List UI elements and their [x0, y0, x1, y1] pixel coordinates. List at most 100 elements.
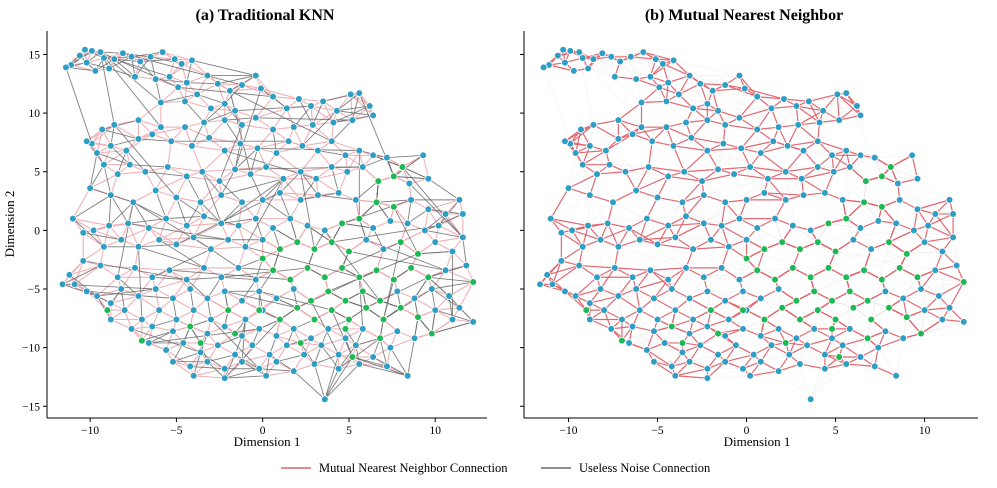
- node-blue: [324, 325, 333, 333]
- faded-edge: [578, 51, 642, 128]
- node-blue: [881, 327, 890, 336]
- node-blue: [607, 52, 616, 61]
- mutual-edge: [674, 216, 687, 238]
- noise-edge: [317, 194, 356, 201]
- node-blue: [91, 67, 100, 75]
- noise-edge: [178, 86, 274, 98]
- faded-edge: [828, 223, 861, 229]
- faded-edge: [895, 209, 918, 224]
- noise-edge: [262, 199, 291, 220]
- node-blue: [799, 191, 808, 199]
- legend-label-mutual: Mutual Nearest Neighbor Connection: [319, 461, 508, 475]
- faded-edge: [724, 319, 730, 362]
- mutual-edge: [431, 269, 447, 290]
- node-green: [618, 336, 626, 345]
- node-blue: [605, 160, 614, 169]
- mutual-edge: [920, 318, 943, 335]
- mutual-edge: [160, 100, 186, 104]
- node-blue: [355, 146, 364, 155]
- mutual-edge: [700, 83, 726, 86]
- node-blue: [614, 242, 623, 251]
- faded-edge: [589, 145, 610, 165]
- faded-edge: [718, 166, 850, 170]
- noise-edge: [193, 352, 202, 376]
- node-green: [293, 238, 301, 246]
- mutual-edge: [72, 218, 110, 227]
- node-blue: [732, 341, 740, 350]
- node-blue: [284, 137, 293, 146]
- faded-edge: [895, 199, 900, 224]
- node-blue: [815, 118, 824, 127]
- mutual-edge: [435, 236, 463, 243]
- noise-edge: [96, 152, 130, 166]
- node-blue: [561, 137, 569, 146]
- node-blue: [138, 315, 146, 324]
- mutual-edge: [764, 192, 804, 196]
- node-blue: [82, 137, 91, 146]
- mutual-edge: [150, 56, 175, 60]
- noise-edge: [300, 171, 315, 250]
- noise-edge: [217, 335, 243, 346]
- node-blue: [764, 174, 772, 183]
- node-green: [959, 278, 968, 286]
- noise-edge: [113, 124, 177, 198]
- node-blue: [931, 210, 940, 218]
- node-green: [796, 245, 804, 253]
- node-blue: [410, 334, 419, 343]
- mutual-edge: [641, 100, 667, 104]
- node-blue: [298, 142, 307, 150]
- node-blue: [182, 221, 191, 230]
- node-blue: [126, 160, 134, 169]
- mutual-edge: [201, 150, 226, 173]
- node-blue: [321, 395, 329, 404]
- faded-edge: [792, 225, 818, 243]
- node-green: [469, 278, 477, 286]
- node-blue: [742, 235, 751, 244]
- mutual-edge: [346, 150, 360, 173]
- faded-edge: [605, 150, 626, 172]
- faded-edge: [707, 375, 751, 379]
- mutual-edge: [738, 75, 758, 98]
- node-blue: [646, 266, 655, 275]
- faded-edge: [814, 253, 907, 292]
- mutual-edge: [924, 236, 954, 243]
- node-blue: [75, 51, 84, 60]
- mutual-edge: [312, 110, 338, 126]
- faded-edge: [774, 218, 783, 243]
- noise-edge: [224, 117, 256, 121]
- node-blue: [238, 296, 246, 305]
- node-blue: [913, 205, 922, 214]
- node-green: [327, 306, 336, 314]
- faded-edge: [609, 164, 649, 168]
- faded-edge: [703, 202, 726, 224]
- node-blue: [403, 219, 412, 228]
- node-blue: [405, 179, 414, 188]
- mutual-edge: [350, 94, 353, 121]
- node-blue: [648, 137, 656, 146]
- mutual-edge: [575, 129, 582, 154]
- node-blue: [659, 60, 667, 68]
- node-green: [792, 296, 801, 305]
- faded-edge: [853, 239, 936, 271]
- node-blue: [255, 364, 264, 373]
- x-tick-label: −5: [651, 425, 663, 437]
- faded-edge: [707, 117, 740, 121]
- node-green: [828, 296, 836, 305]
- noise-edge: [108, 195, 112, 226]
- faded-edge: [792, 225, 818, 243]
- faded-edge: [897, 183, 954, 238]
- mutual-edge: [845, 201, 865, 220]
- node-green: [849, 303, 858, 312]
- mutual-edge: [191, 145, 225, 152]
- mutual-edge: [799, 363, 825, 370]
- node-blue: [819, 106, 827, 115]
- node-blue: [813, 137, 822, 146]
- node-blue: [792, 334, 801, 343]
- node-blue: [289, 325, 298, 333]
- faded-edge: [593, 58, 621, 62]
- mutual-edge: [750, 370, 779, 377]
- mutual-edge: [72, 218, 94, 231]
- faded-edge: [890, 166, 918, 180]
- mutual-edge: [721, 202, 726, 226]
